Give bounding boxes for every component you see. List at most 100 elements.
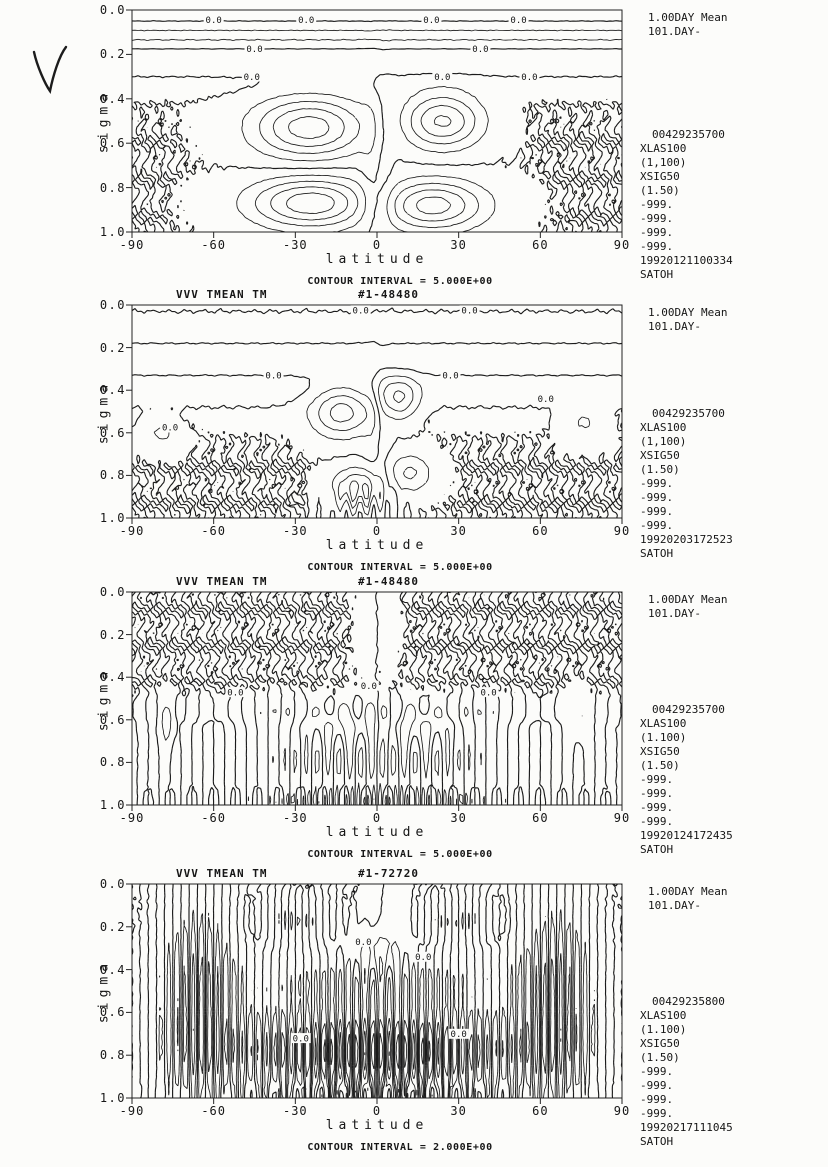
x-tick-label: -30 — [282, 238, 308, 252]
x-tick-label: 30 — [450, 524, 467, 538]
contour-lines — [132, 307, 622, 518]
side-day-line: 101.DAY- — [648, 320, 701, 333]
negative-contour-path — [241, 92, 496, 232]
zero-contour-label: 0.0 — [461, 307, 477, 317]
side-info-line: 19920203172523 — [640, 533, 733, 546]
y-tick-label: 0.8 — [99, 468, 126, 483]
side-day-line: 1.00DAY Mean — [648, 885, 728, 898]
contour-interval-caption: CONTOUR INTERVAL = 5.000E+00 — [307, 849, 493, 860]
zero-contour-label: 0.0 — [415, 953, 431, 963]
negative-contour-path — [272, 108, 466, 222]
negative-contour-path — [259, 100, 479, 229]
zero-contour-label: 0.0 — [451, 1030, 467, 1040]
side-info-line: -999. — [640, 1093, 674, 1106]
y-tick-label: 0.2 — [99, 919, 126, 934]
zero-label-backing — [160, 422, 181, 433]
x-tick-label: 0 — [372, 1104, 382, 1118]
zero-label-backing — [470, 43, 491, 54]
panel-header-center: #1-72720 — [358, 867, 419, 880]
side-info-line: -999. — [640, 773, 674, 786]
side-info-line: -999. — [640, 519, 674, 532]
zero-label-backing — [448, 1028, 469, 1039]
contour-panel-graphics: 0.00.00.0 — [126, 591, 623, 811]
side-info-line: XSIG50 — [640, 170, 680, 183]
checkmark-stroke — [32, 45, 68, 94]
zero-label-backing — [241, 71, 262, 82]
x-tick-label: 60 — [532, 811, 549, 825]
zero-label-backing — [350, 305, 371, 316]
side-info-line: -999. — [640, 240, 674, 253]
positive-contour-path — [270, 104, 465, 221]
y-tick-label: 0.4 — [99, 91, 126, 106]
y-tick-label: 0.0 — [99, 585, 126, 599]
side-day-line: 101.DAY- — [648, 25, 701, 38]
side-day-line: 1.00DAY Mean — [648, 306, 728, 319]
side-info-line: XSIG50 — [640, 745, 680, 758]
side-day-line: 101.DAY- — [648, 607, 701, 620]
negative-contour-path — [260, 702, 583, 805]
x-tick-label: -30 — [282, 1104, 308, 1118]
positive-contour-path — [166, 909, 596, 1098]
zero-contour-label: 0.0 — [162, 424, 178, 434]
y-tick-label: 0.0 — [99, 877, 126, 891]
y-tick-label: 0.6 — [99, 136, 126, 151]
side-info-line: XSIG50 — [640, 449, 680, 462]
side-info-line: 19920121100334 — [640, 254, 733, 267]
side-info-line: -999. — [640, 212, 674, 225]
zero-label-backing — [413, 951, 434, 962]
zero-contour-label: 0.0 — [361, 682, 377, 692]
side-day-line: 1.00DAY Mean — [648, 11, 728, 24]
x-axis-label: latitude — [325, 252, 429, 267]
zero-label-backing — [203, 14, 224, 25]
contour-interval-caption: CONTOUR INTERVAL = 5.000E+00 — [307, 562, 493, 573]
panel-header-center: #1-48480 — [358, 575, 419, 588]
x-axis-label: latitude — [325, 538, 429, 553]
zero-label-backing — [508, 14, 529, 25]
panel-header-left: VVV TMEAN TM — [176, 867, 268, 880]
y-tick-label: 0.2 — [99, 47, 126, 62]
side-day-line: 1.00DAY Mean — [648, 593, 728, 606]
y-tick-label: 0.8 — [99, 180, 126, 195]
x-tick-label: 90 — [613, 1104, 631, 1118]
side-info-line: -999. — [640, 815, 674, 828]
negative-contour-path — [318, 395, 417, 480]
zero-label-backing — [290, 1033, 311, 1044]
side-info-line: -999. — [640, 198, 674, 211]
zero-contour-label: 0.0 — [423, 16, 439, 26]
side-info-line: -999. — [640, 801, 674, 814]
x-tick-label: 90 — [613, 238, 631, 252]
contour-interval-caption: CONTOUR INTERVAL = 5.000E+00 — [307, 276, 493, 287]
x-tick-label: -60 — [201, 524, 226, 538]
zero-contour-label: 0.0 — [521, 73, 537, 83]
zero-label-backing — [519, 71, 540, 82]
side-info-line: SATOH — [640, 268, 674, 281]
zero-contour-path — [132, 20, 622, 232]
zero-label-backing — [244, 43, 265, 54]
y-axis-label: sigma — [96, 379, 112, 444]
side-info-line: (1,100) — [640, 435, 687, 448]
side-info-line: -999. — [640, 491, 674, 504]
positive-contour-path — [254, 97, 476, 227]
x-tick-label: -60 — [201, 238, 226, 252]
side-info-line: XLAS100 — [640, 1009, 687, 1022]
zero-label-backing — [296, 14, 317, 25]
positive-contour-path — [314, 1028, 562, 1093]
side-info-line: SATOH — [640, 547, 674, 560]
side-info-line: SATOH — [640, 843, 674, 856]
side-info-line: -999. — [640, 477, 674, 490]
side-info-line: XSIG50 — [640, 1037, 680, 1050]
zero-contour-label: 0.0 — [353, 307, 369, 317]
zero-contour-path — [132, 884, 622, 1098]
zero-label-backing — [421, 14, 442, 25]
positive-contour-path — [153, 375, 591, 517]
x-tick-label: 0 — [372, 238, 382, 252]
zero-contour-label: 0.0 — [293, 1034, 309, 1044]
x-tick-label: 30 — [450, 238, 467, 252]
x-tick-label: -30 — [282, 524, 308, 538]
side-info-line: (1,100) — [640, 156, 687, 169]
side-info-line: XLAS100 — [640, 421, 687, 434]
zero-label-backing — [478, 687, 499, 698]
